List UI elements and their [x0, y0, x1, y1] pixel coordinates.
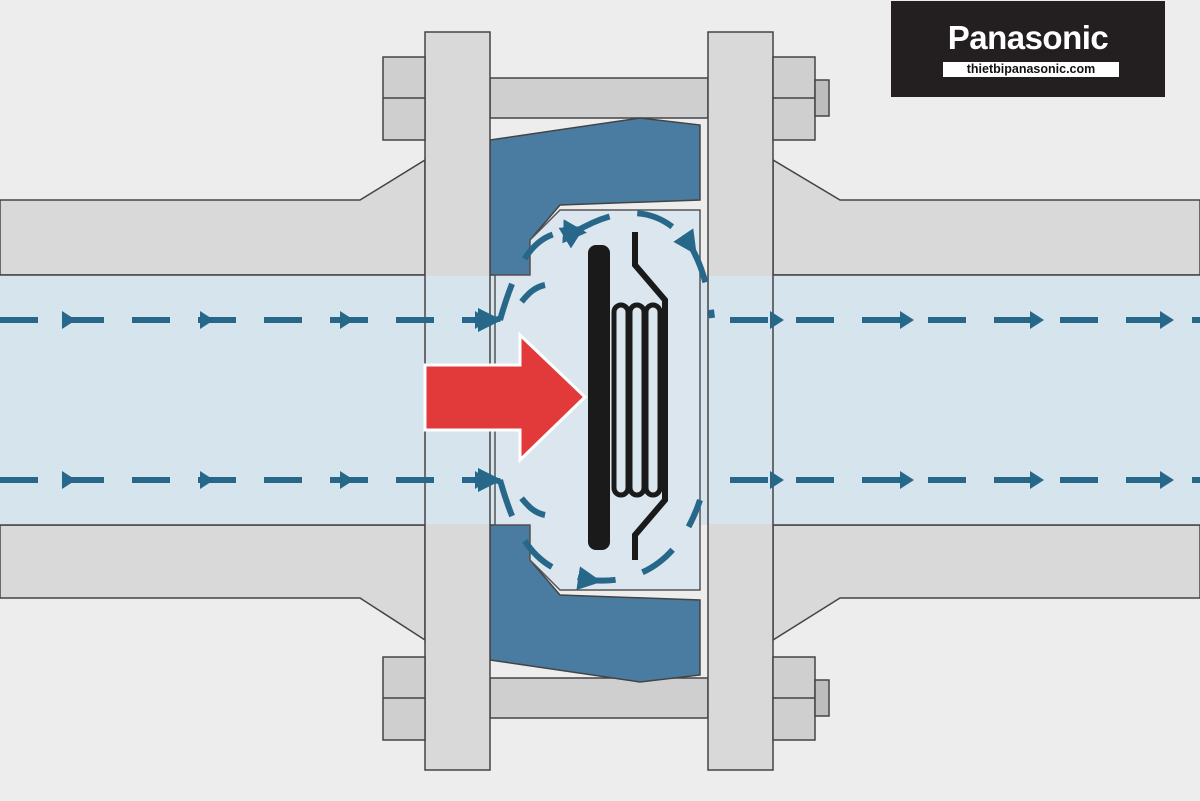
bolt-thread-bottom [814, 679, 830, 717]
pressure-arrow [423, 331, 588, 464]
left-pipe-top-wall [0, 158, 426, 276]
right-pipe-top-wall [772, 158, 1200, 276]
flow-arrows [0, 210, 1200, 591]
logo-url: thietbipanasonic.com [943, 62, 1119, 77]
panasonic-logo: Panasonic thietbipanasonic.com [891, 1, 1165, 97]
bolt-rod-top [489, 77, 709, 119]
flow-arrowheads [62, 311, 1174, 489]
logo-brand: Panasonic [947, 19, 1109, 56]
bolt-rod-bottom [489, 677, 709, 719]
valve-spring [611, 232, 668, 560]
bolt-thread-top [814, 79, 830, 117]
valve-disc [588, 245, 610, 550]
right-pipe-bottom-wall [772, 524, 1200, 642]
left-pipe-bottom-wall [0, 524, 426, 642]
